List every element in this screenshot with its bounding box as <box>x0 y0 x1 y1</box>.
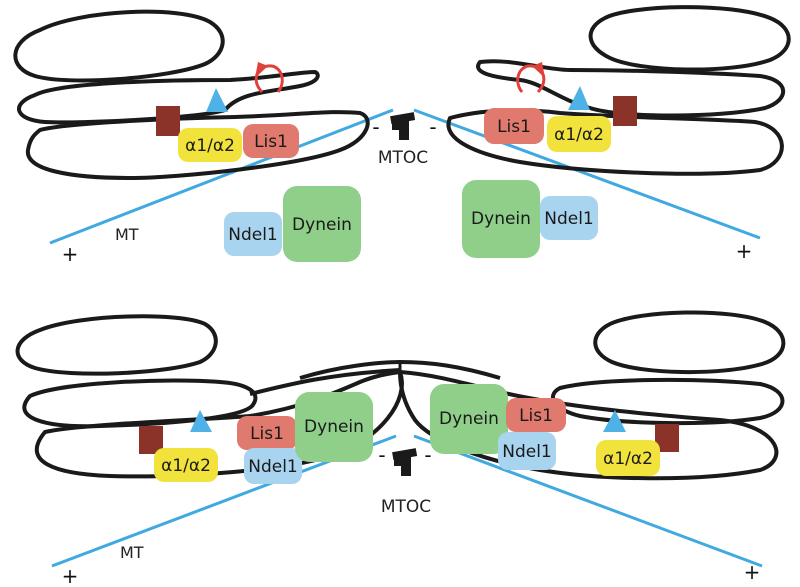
microtubule-right-top <box>413 108 761 240</box>
mtoc-icon <box>392 448 418 476</box>
dynein-box: Dynein <box>430 384 508 454</box>
minus-sign: - <box>429 115 436 139</box>
minus-sign: - <box>372 115 379 139</box>
anchor-block <box>613 96 637 126</box>
plus-sign: + <box>744 560 761 584</box>
lis1-label: Lis1 <box>250 424 284 444</box>
nucleus-left-top <box>13 9 370 180</box>
rotation-arrowhead-icon <box>532 62 545 78</box>
dynein-box: Dynein <box>462 180 540 258</box>
lis1-box: Lis1 <box>484 108 544 144</box>
anchor-block <box>139 426 163 454</box>
alpha-box: α1/α2 <box>547 116 611 152</box>
dynein-box: Dynein <box>283 186 361 262</box>
triangle-marker <box>603 410 626 432</box>
dynein-label: Dynein <box>292 215 352 235</box>
microtubule-left-top <box>49 108 394 245</box>
lis1-box: Lis1 <box>237 416 297 450</box>
alpha-label: α1/α2 <box>554 125 604 145</box>
triangle-marker <box>206 88 228 112</box>
ndel1-box: Ndel1 <box>244 448 302 484</box>
alpha-box: α1/α2 <box>178 128 242 162</box>
rotation-arrow-icon <box>516 64 546 94</box>
dynein-label: Dynein <box>439 409 499 429</box>
triangle-marker <box>190 410 212 432</box>
lis1-label: Lis1 <box>519 406 553 426</box>
mt-label: MT <box>120 543 144 562</box>
lis1-box: Lis1 <box>506 398 566 432</box>
lis1-label: Lis1 <box>254 132 288 152</box>
alpha-label: α1/α2 <box>603 449 653 469</box>
dynein-label: Dynein <box>304 417 364 437</box>
minus-sign: - <box>424 443 431 467</box>
mtoc-icon <box>390 112 416 140</box>
ndel1-box: Ndel1 <box>540 196 598 240</box>
rotation-arrowhead-icon <box>255 62 268 78</box>
lis1-box: Lis1 <box>243 124 299 158</box>
lis1-label: Lis1 <box>497 117 531 137</box>
rotation-arrow-icon <box>254 64 284 94</box>
ndel1-label: Ndel1 <box>228 225 278 245</box>
triangle-marker <box>568 86 590 110</box>
dynein-label: Dynein <box>471 209 531 229</box>
plus-sign: + <box>62 242 79 266</box>
ndel1-label: Ndel1 <box>502 442 552 462</box>
minus-sign: - <box>378 443 385 467</box>
anchor-block <box>156 106 180 136</box>
alpha-box: α1/α2 <box>596 440 660 476</box>
alpha-label: α1/α2 <box>161 456 211 476</box>
ndel1-label: Ndel1 <box>544 209 594 229</box>
top-panel: α1/α2 Lis1 Lis1 α1/α2 Ndel1 Dynein Dynei… <box>13 5 791 266</box>
ndel1-box: Ndel1 <box>498 432 556 470</box>
ndel1-label: Ndel1 <box>248 457 298 477</box>
microtubule-right-bottom <box>413 434 763 568</box>
bottom-panel: α1/α2 Lis1 Ndel1 Dynein Dynein Lis1 Ndel… <box>15 310 786 587</box>
ndel1-box: Ndel1 <box>224 212 282 256</box>
plus-sign: + <box>736 239 753 263</box>
alpha-box: α1/α2 <box>154 448 218 482</box>
nuclear-bridge <box>299 359 501 380</box>
dynein-box: Dynein <box>295 392 373 462</box>
mtoc-label: MTOC <box>381 497 431 517</box>
plus-sign: + <box>62 564 79 587</box>
mtoc-label: MTOC <box>378 148 428 168</box>
mt-label: MT <box>115 225 139 244</box>
alpha-label: α1/α2 <box>185 136 235 156</box>
nucleus-right-top <box>446 5 791 176</box>
